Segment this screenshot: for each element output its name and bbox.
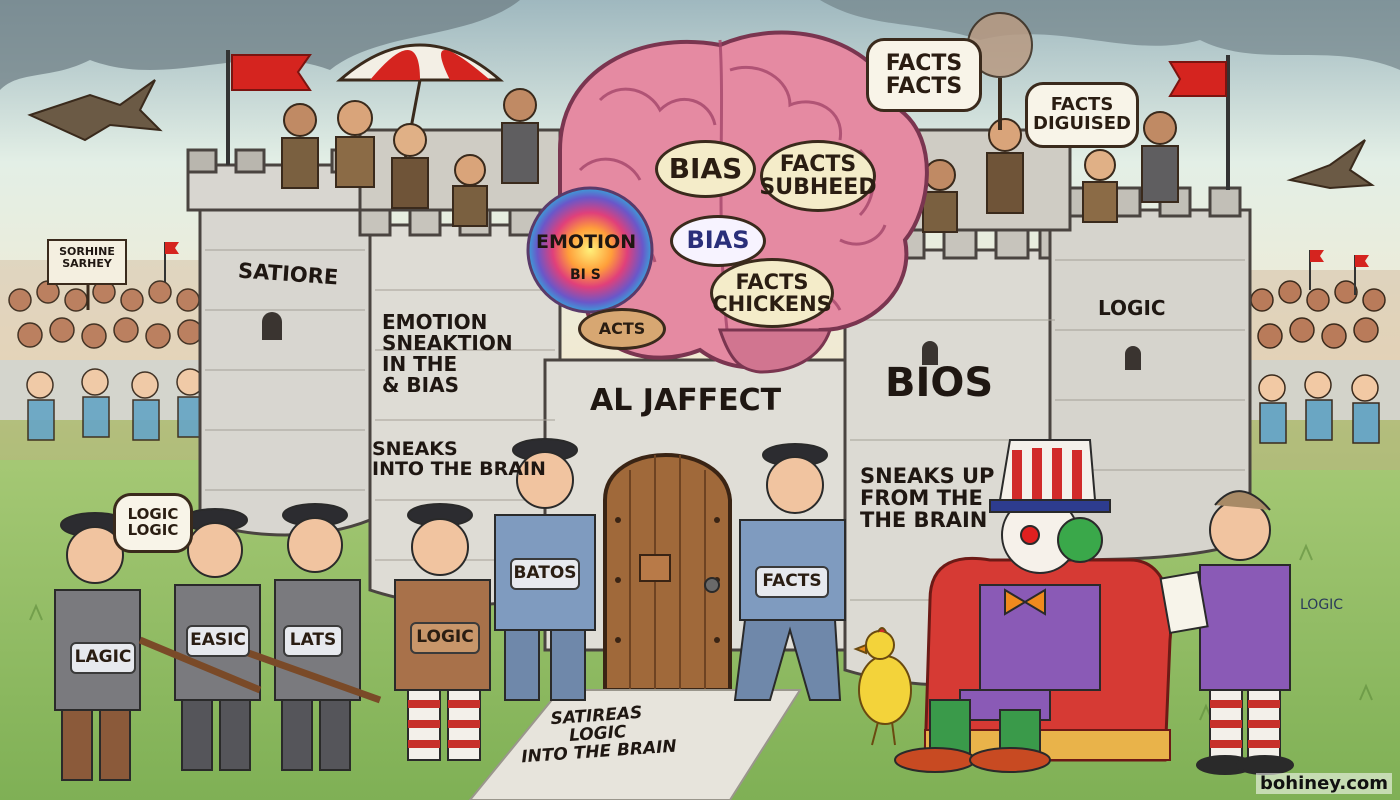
crowd-right [1245, 270, 1400, 470]
professor [1159, 490, 1294, 775]
tag-emotion: EMOTION [536, 231, 637, 253]
emotion-rainbow-orb [526, 186, 654, 314]
crowd-left [0, 260, 210, 460]
label-sneaks-into-brain: SNEAKS INTO THE BRAIN [372, 438, 546, 480]
badge-facts: FACTS [755, 566, 829, 598]
tag-facts-chickens: FACTS CHICKENS [710, 258, 834, 328]
bird-right [1286, 139, 1375, 190]
left-tower-window [262, 312, 282, 340]
badge-lagic: LAGIC [70, 642, 136, 674]
label-emotion-sneaktion: EMOTION SNEAKTION IN THE & BIAS [382, 310, 513, 397]
watermark: bohiney.com [1256, 773, 1392, 794]
tag-emotion-sub: BI S [570, 267, 601, 283]
badge-easic: EASIC [186, 625, 250, 657]
bubble-logic-logic: LOGIC LOGIC [113, 493, 193, 553]
castle-door [603, 453, 732, 692]
bird-left [27, 79, 163, 142]
flag-right [1168, 61, 1227, 97]
storm-cloud-right [820, 0, 1400, 70]
storm-cloud-left [0, 0, 520, 90]
right-wall-window [1125, 346, 1141, 370]
label-bios: BIOS [885, 360, 994, 406]
label-sneaks-up: SNEAKS UP FROM THE THE BRAIN [860, 464, 995, 533]
badge-logic: LOGIC [410, 622, 480, 654]
crowd-sign-text: SORHINE SARHEY [59, 245, 115, 270]
tag-facts-subheed: FACTS SUBHEED [759, 140, 877, 212]
right-tower-window [922, 341, 938, 365]
rampart-crowd-right [922, 111, 1179, 233]
bubble-facts-facts: FACTS FACTS [866, 38, 982, 112]
clown [894, 439, 1111, 773]
label-logic-wall: LOGIC [1098, 296, 1166, 320]
label-al-jaffect: AL JAFFECT [590, 383, 782, 418]
grass-logic-text: LOGIC [1300, 597, 1344, 613]
tag-bias-1: BIAS [655, 140, 756, 198]
badge-lats: LATS [283, 625, 343, 657]
badge-batos: BATOS [510, 558, 580, 590]
chicken [853, 627, 912, 746]
tag-bias-2: BIAS [670, 215, 766, 267]
flag-left [231, 54, 312, 91]
bubble-facts-disguised: FACTS DIGUISED [1025, 82, 1139, 148]
stone-path [468, 689, 802, 800]
rampart-crowd-left [281, 88, 539, 227]
path-text: SATIREAS LOGIC INTO THE BRAIN [520, 702, 678, 768]
tag-acts: ACTS [578, 308, 666, 350]
